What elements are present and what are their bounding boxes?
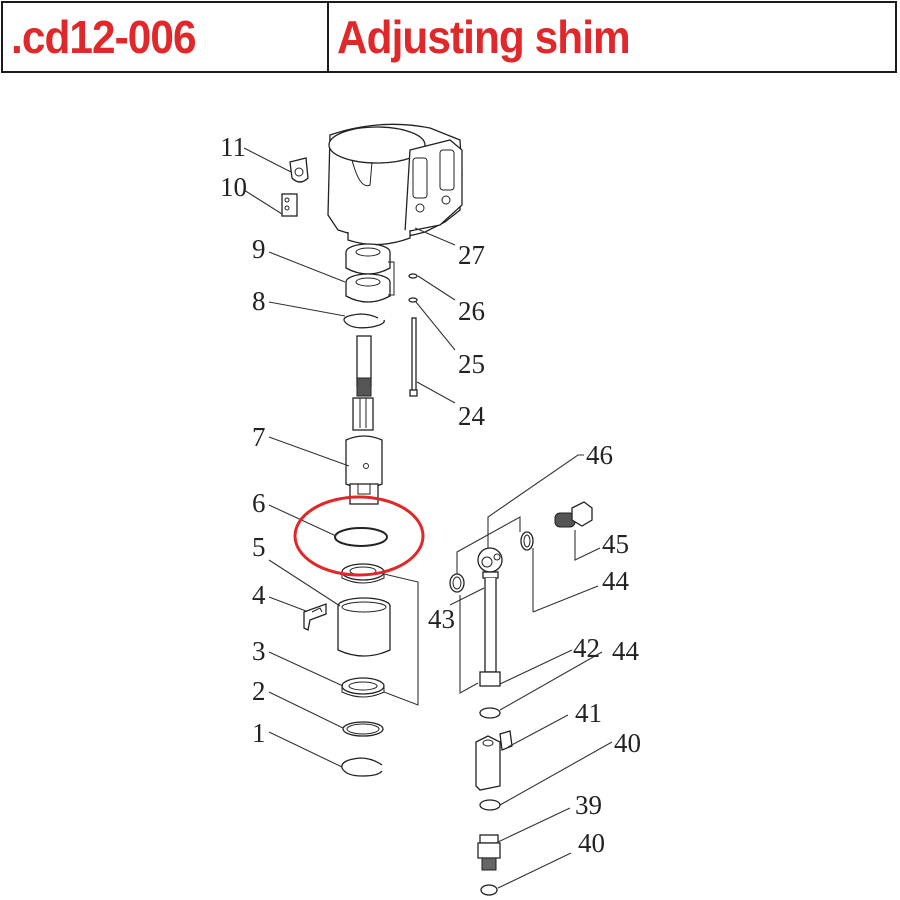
leader-lines	[243, 147, 613, 889]
part-7-shaft	[345, 335, 383, 505]
callout-25: 25	[458, 349, 485, 379]
part-44-washer-lower	[479, 707, 501, 719]
part-9-bearings	[345, 243, 395, 303]
part-8-circlip	[343, 313, 385, 329]
callout-40-upper: 40	[614, 728, 641, 758]
callout-1: 1	[252, 718, 266, 748]
callout-43: 43	[428, 604, 455, 634]
callout-9: 9	[252, 234, 266, 264]
part-39-fitting	[477, 834, 501, 871]
part-3-ring	[341, 677, 385, 698]
part-code-cell: .cd12-006	[3, 3, 329, 71]
callout-7: 7	[252, 422, 266, 452]
callout-24: 24	[458, 401, 486, 431]
callout-44-lower: 44	[612, 636, 640, 666]
callout-26: 26	[458, 296, 485, 326]
part-40-washer-upper	[479, 799, 501, 811]
part-header: .cd12-006 Adjusting shim	[1, 1, 897, 73]
part-name-cell: Adjusting shim	[329, 3, 895, 71]
callout-10: 10	[220, 172, 247, 202]
part-4-clip	[303, 603, 327, 631]
part-41-valve	[475, 730, 513, 791]
callout-5: 5	[252, 532, 266, 562]
part-5-sleeve	[337, 597, 391, 657]
callout-2: 2	[252, 676, 266, 706]
part-name: Adjusting shim	[337, 11, 631, 63]
callout-6: 6	[252, 488, 266, 518]
part-25-oring	[408, 297, 418, 303]
part-6-adjusting-shim	[334, 527, 388, 547]
callout-11: 11	[220, 132, 246, 162]
callout-40-lower: 40	[578, 828, 605, 858]
callout-46: 46	[586, 440, 613, 470]
highlight-ellipse	[293, 495, 425, 577]
callout-27: 27	[458, 240, 485, 270]
callout-44-upper: 44	[602, 566, 630, 596]
part-27-housing	[327, 123, 463, 246]
part-code: .cd12-006	[11, 11, 197, 63]
callout-42: 42	[573, 633, 600, 663]
part-10-label-plate	[281, 193, 298, 217]
callout-4: 4	[252, 580, 266, 610]
part-26-oring	[408, 273, 418, 279]
part-11-bracket	[289, 157, 309, 183]
callout-41: 41	[575, 698, 602, 728]
part-2-washer	[342, 721, 384, 737]
callout-39: 39	[575, 790, 602, 820]
part-24-pin	[409, 317, 418, 397]
callout-45: 45	[602, 529, 629, 559]
part-43-tube	[479, 571, 501, 687]
callout-8: 8	[252, 286, 266, 316]
part-46-banjo	[477, 547, 503, 573]
callout-labels: 11 10 9 8 27 26 25 24 7 6 5 4 3 2 1 46 4…	[220, 132, 641, 858]
part-1-circlip	[341, 757, 383, 777]
callout-3: 3	[252, 636, 266, 666]
part-45-bolt	[554, 501, 593, 528]
part-40-washer-lower	[480, 884, 498, 896]
part-44-washer-right	[520, 531, 534, 551]
